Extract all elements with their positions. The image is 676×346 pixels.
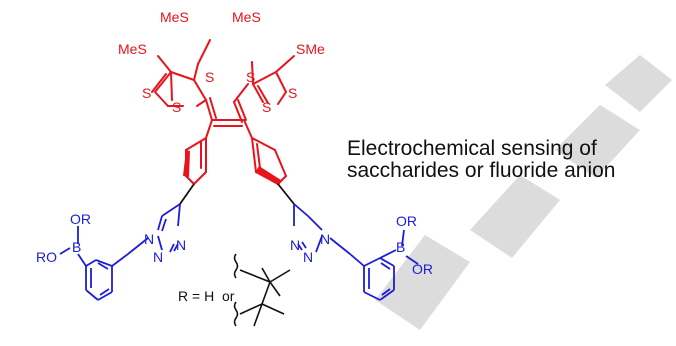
- atom-n-right-1: N: [290, 237, 300, 253]
- pinacol-fragment: [233, 253, 291, 327]
- atom-b-left: B: [72, 239, 81, 255]
- atom-s-right-ring: S: [246, 69, 255, 85]
- r-group-definition: R = H or: [178, 288, 235, 304]
- link-bonds: [179, 183, 295, 205]
- atom-s-left-lower: S: [172, 99, 181, 115]
- atom-n-left-3: N: [176, 237, 186, 253]
- atom-s-left-upper: S: [142, 85, 151, 101]
- atom-n-left-1: N: [144, 231, 154, 247]
- caption-line-2: saccharides or fluoride anion: [347, 159, 616, 182]
- atom-labels-red: MeS MeS MeS SMe S S S S S S: [118, 9, 325, 115]
- atom-or-right-top: OR: [396, 213, 417, 229]
- atom-n-left-2: N: [153, 249, 163, 265]
- phenyl-wedges: [183, 150, 281, 186]
- atom-b-right: B: [396, 239, 405, 255]
- atom-mes-top-left: MeS: [160, 9, 189, 25]
- boronic-arms: [59, 203, 419, 301]
- atom-mes-top-right: MeS: [232, 9, 261, 25]
- atom-s-right-lower: S: [262, 99, 271, 115]
- atom-or-right: OR: [412, 261, 433, 277]
- atom-sme-right: SMe: [296, 41, 325, 57]
- atom-or-left: OR: [70, 211, 91, 227]
- atom-n-right-2: N: [303, 249, 313, 265]
- atom-mes-left: MeS: [118, 41, 147, 57]
- atom-n-right-3: N: [320, 231, 330, 247]
- atom-s-right-upper: S: [288, 85, 297, 101]
- caption-line-1: Electrochemical sensing of: [347, 137, 597, 160]
- caption: Electrochemical sensing of saccharides o…: [347, 138, 616, 182]
- atom-labels-blue: N N N N N N B B OR RO OR OR: [36, 211, 433, 277]
- atom-ro-left: RO: [36, 249, 57, 265]
- watermark: [375, 55, 672, 330]
- atom-s-left-ring: S: [205, 69, 214, 85]
